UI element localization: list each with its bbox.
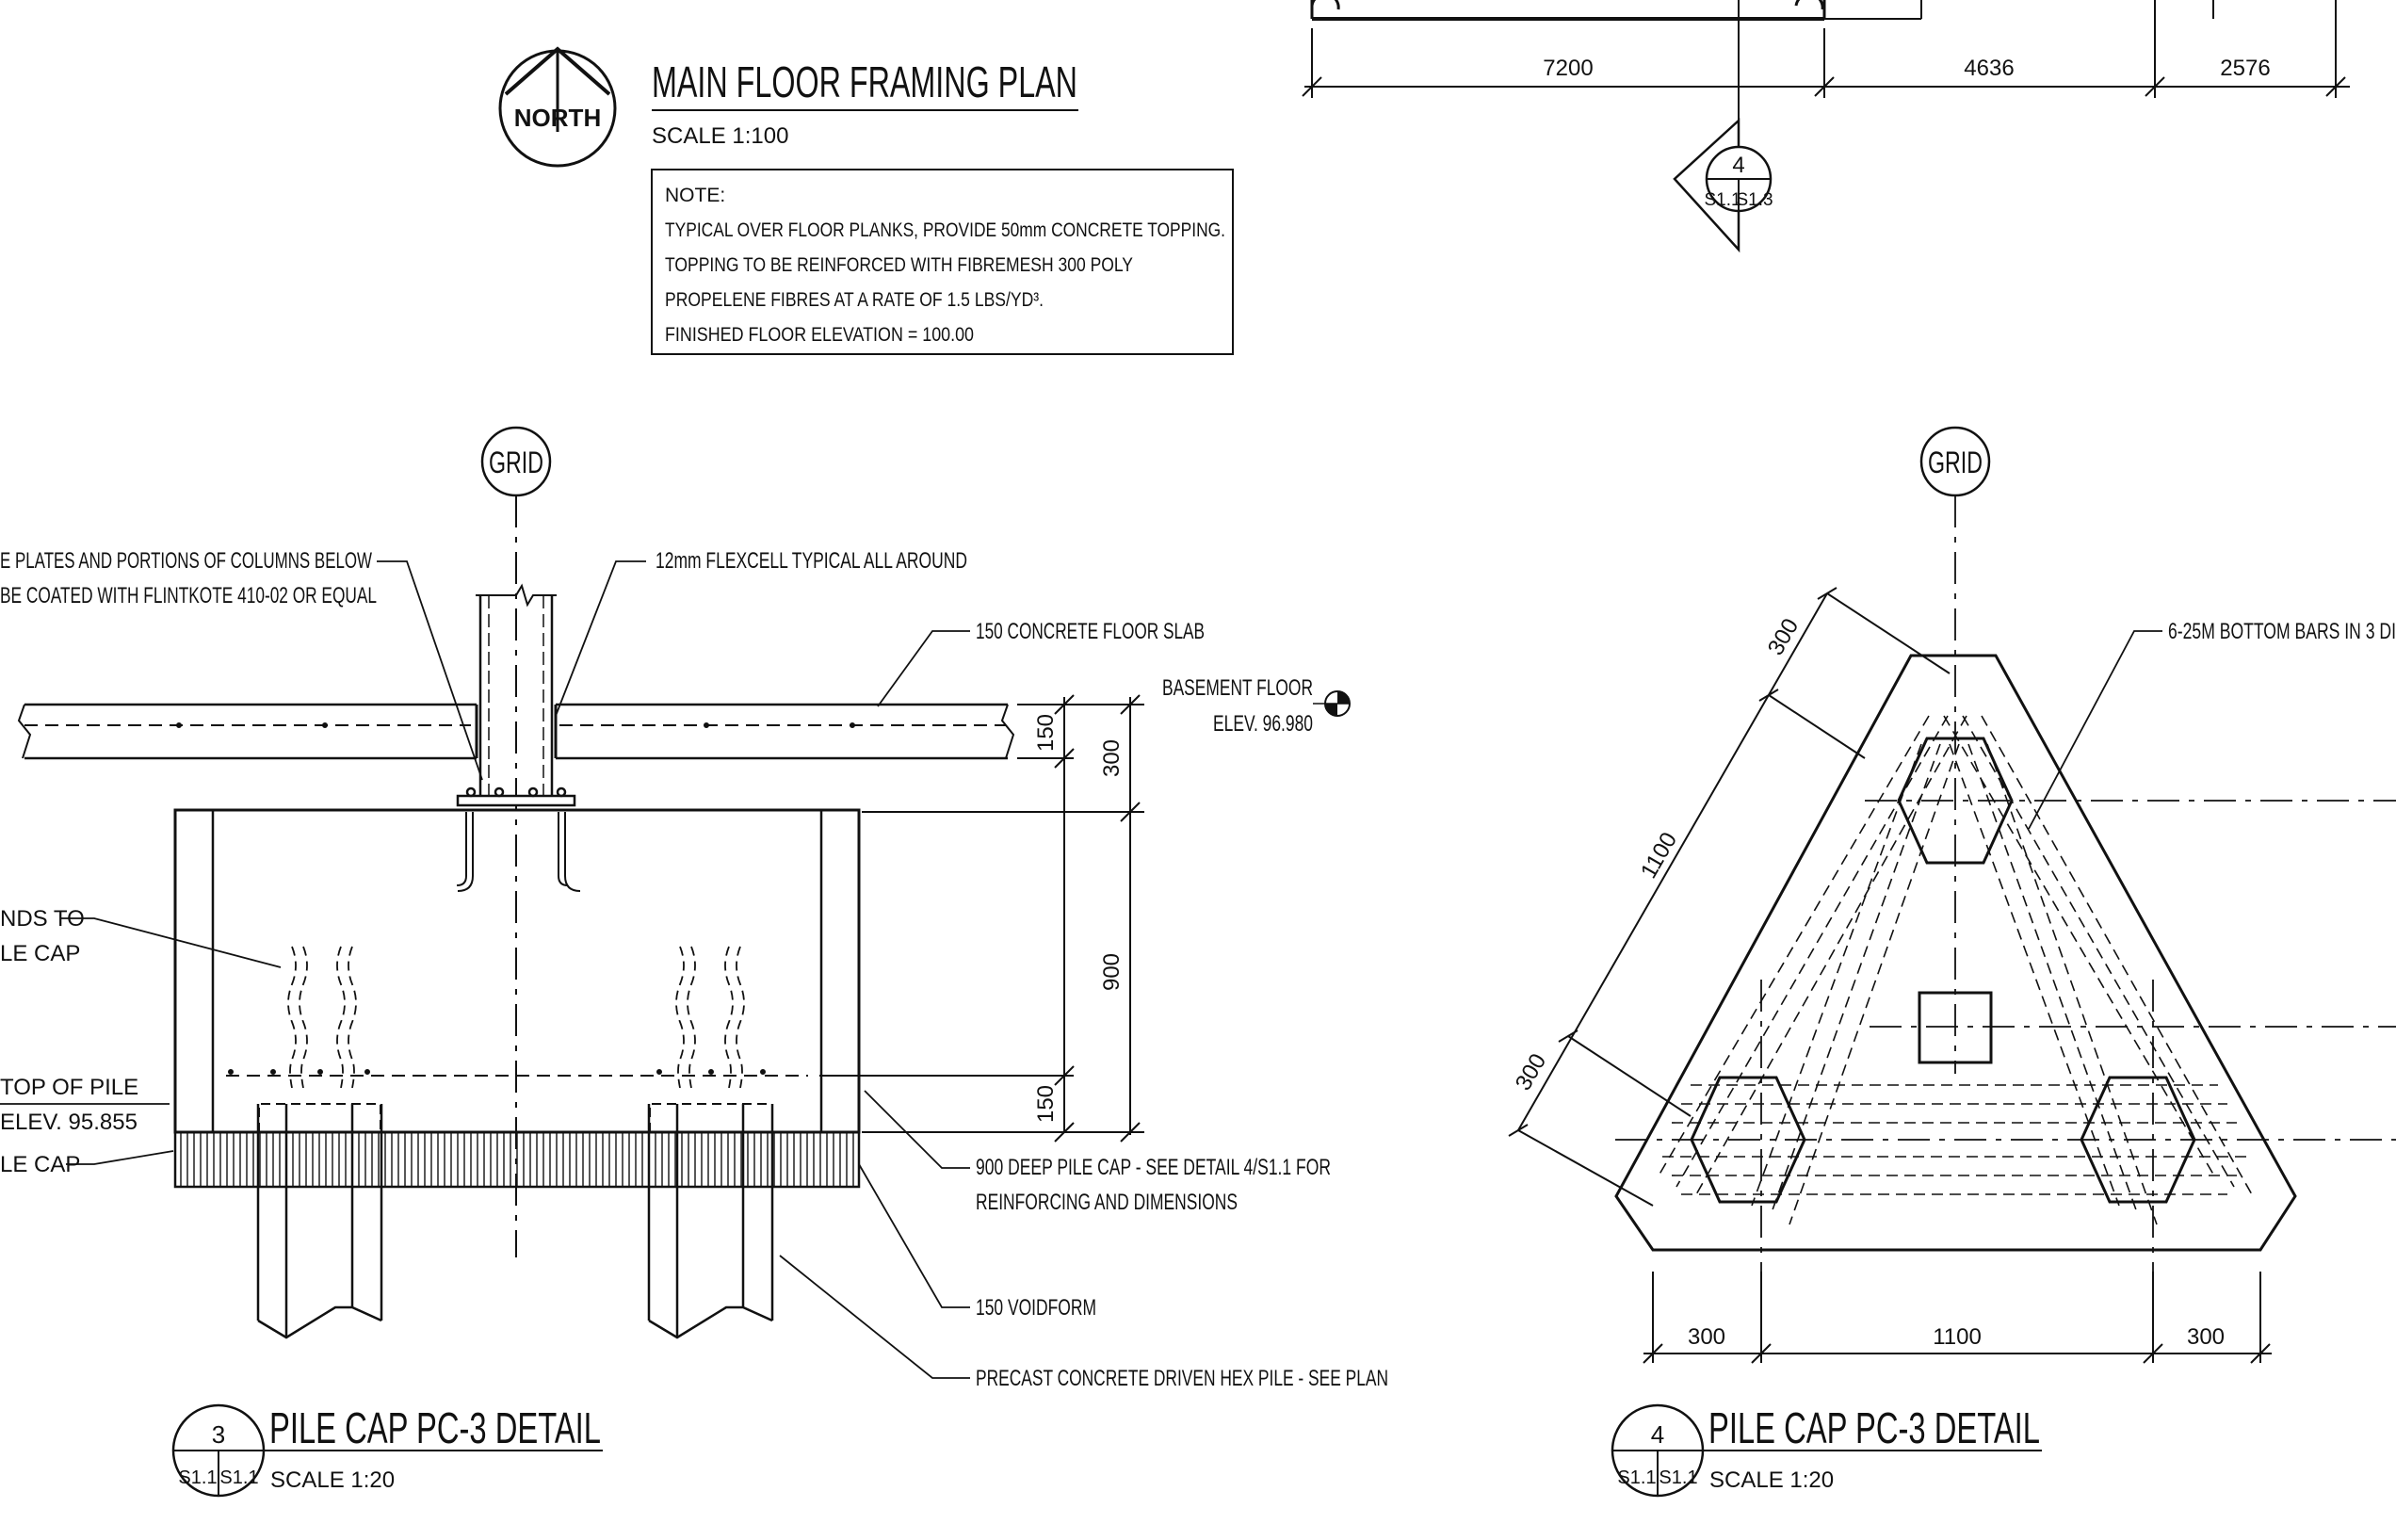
detail-4-number: 4	[1651, 1420, 1664, 1449]
main-floor-framing-plan: NORTH MAIN FLOOR FRAMING PLAN SCALE 1:10…	[498, 0, 2350, 355]
hex-piles	[256, 1104, 774, 1339]
detail-3-scale: SCALE 1:20	[270, 1467, 395, 1493]
note-line-2: TOPPING TO BE REINFORCED WITH FIBREMESH …	[665, 254, 1133, 276]
detail-4-marker: 4 S1.1 S1.1	[1611, 1403, 2042, 1498]
north-label: NORTH	[514, 104, 601, 132]
deep-pile-cap-note-2: REINFORCING AND DIMENSIONS	[976, 1190, 1238, 1215]
pile-cap-plan-detail: GRID	[1508, 426, 2396, 1498]
base-plates-note-2: BE COATED WITH FLINTKOTE 410-02 OR EQUAL	[0, 583, 377, 608]
note-line-1: TYPICAL OVER FLOOR PLANKS, PROVIDE 50mm …	[665, 219, 1225, 241]
bottom-dim-1100: 1100	[1933, 1324, 1982, 1350]
detail-3-title: PILE CAP PC-3 DETAIL	[269, 1403, 601, 1452]
ends-note-1: NDS TO	[0, 906, 85, 932]
section-marker-right: S1.3	[1736, 190, 1773, 210]
note-line-4: FINISHED FLOOR ELEVATION = 100.00	[665, 324, 974, 346]
plan-note-box: NOTE: TYPICAL OVER FLOOR PLANKS, PROVIDE…	[651, 169, 1234, 355]
detail-4-ref-right: S1.1	[1659, 1467, 1697, 1488]
bars-leader	[2028, 630, 2162, 830]
top-of-pile-elev: ELEV. 95.855	[0, 1110, 138, 1135]
plan-dim-2576: 2576	[2220, 56, 2270, 81]
dim-150-cover: 150	[1033, 1085, 1059, 1123]
detail-4-ref-left: S1.1	[1617, 1467, 1656, 1488]
bottom-dimension-string	[1643, 1272, 2272, 1364]
bottom-bars	[1657, 715, 2254, 1225]
plan-dim-7200: 7200	[1543, 56, 1593, 81]
detail-3-number: 3	[212, 1420, 225, 1449]
section-cut-marker: 4 S1.1 S1.3	[1673, 0, 1773, 253]
plan-frame	[1310, 0, 2214, 21]
bottom-dim-300-right: 300	[2187, 1324, 2225, 1350]
voidform-hatch	[173, 1130, 861, 1189]
ends-note-2: LE CAP	[0, 941, 80, 966]
slab-note: 150 CONCRETE FLOOR SLAB	[976, 619, 1205, 644]
plan-scale: SCALE 1:100	[652, 123, 788, 149]
section-marker-left: S1.1	[1704, 190, 1740, 210]
detail-4-title: PILE CAP PC-3 DETAIL	[1708, 1403, 2040, 1452]
column-base-square	[1918, 991, 1993, 1064]
plan-title: MAIN FLOOR FRAMING PLAN	[652, 57, 1077, 106]
slanted-dimension	[1508, 587, 1951, 1207]
top-of-pile-note: TOP OF PILE	[0, 1075, 138, 1100]
triangular-pile-cap-outline	[1614, 654, 2297, 1252]
slant-dim-1100: 1100	[1636, 828, 1682, 883]
detail-3-ref-left: S1.1	[178, 1467, 217, 1488]
pile-cap-section-detail: GRID	[0, 426, 1388, 1498]
steel-column	[456, 583, 581, 892]
bottom-dim-300-left: 300	[1688, 1324, 1725, 1350]
section-marker-number: 4	[1732, 153, 1744, 178]
note-line-0: NOTE:	[665, 185, 725, 206]
bottom-bars-note: 6-25M BOTTOM BARS IN 3 DI	[2168, 619, 2396, 644]
basement-floor-label: BASEMENT FLOOR	[1162, 675, 1313, 701]
detail-3-marker: 3 S1.1 S1.1	[171, 1403, 603, 1498]
voidform-note: 150 VOIDFORM	[976, 1295, 1096, 1321]
slant-dim-300-top: 300	[1763, 614, 1804, 659]
deep-pile-cap-note-1: 900 DEEP PILE CAP - SEE DETAIL 4/S1.1 FO…	[976, 1155, 1331, 1180]
precast-pile-note: PRECAST CONCRETE DRIVEN HEX PILE - SEE P…	[976, 1366, 1388, 1391]
dim-300: 300	[1099, 739, 1125, 777]
note-line-3: PROPELENE FIBRES AT A RATE OF 1.5 LBS/YD…	[665, 289, 1044, 311]
north-arrow-icon: NORTH	[498, 46, 617, 168]
plan-dim-4636: 4636	[1964, 56, 2014, 81]
basement-elev-label: ELEV. 96.980	[1213, 711, 1313, 737]
dim-900: 900	[1099, 953, 1125, 991]
hex-pile-plan-icons	[1690, 737, 2196, 1204]
flexcell-note: 12mm FLEXCELL TYPICAL ALL AROUND	[656, 548, 967, 574]
grid-bubble-label-plan: GRID	[1928, 446, 1983, 479]
leader-lines	[0, 560, 970, 1379]
pile-cap-body	[173, 808, 861, 1134]
floor-slab	[17, 703, 1015, 760]
pile-cap-note: LE CAP	[0, 1152, 80, 1177]
section-dimensions	[819, 694, 1144, 1143]
plan-dimension-string	[1302, 0, 2350, 98]
detail-4-scale: SCALE 1:20	[1709, 1467, 1834, 1493]
grid-bubble-label: GRID	[489, 446, 543, 479]
detail-3-ref-right: S1.1	[219, 1467, 258, 1488]
elevation-datum-icon	[1313, 690, 1351, 717]
dim-150-slab: 150	[1033, 714, 1059, 752]
slant-dim-300-bottom: 300	[1511, 1049, 1551, 1094]
base-plates-note-1: E PLATES AND PORTIONS OF COLUMNS BELOW	[0, 548, 372, 574]
